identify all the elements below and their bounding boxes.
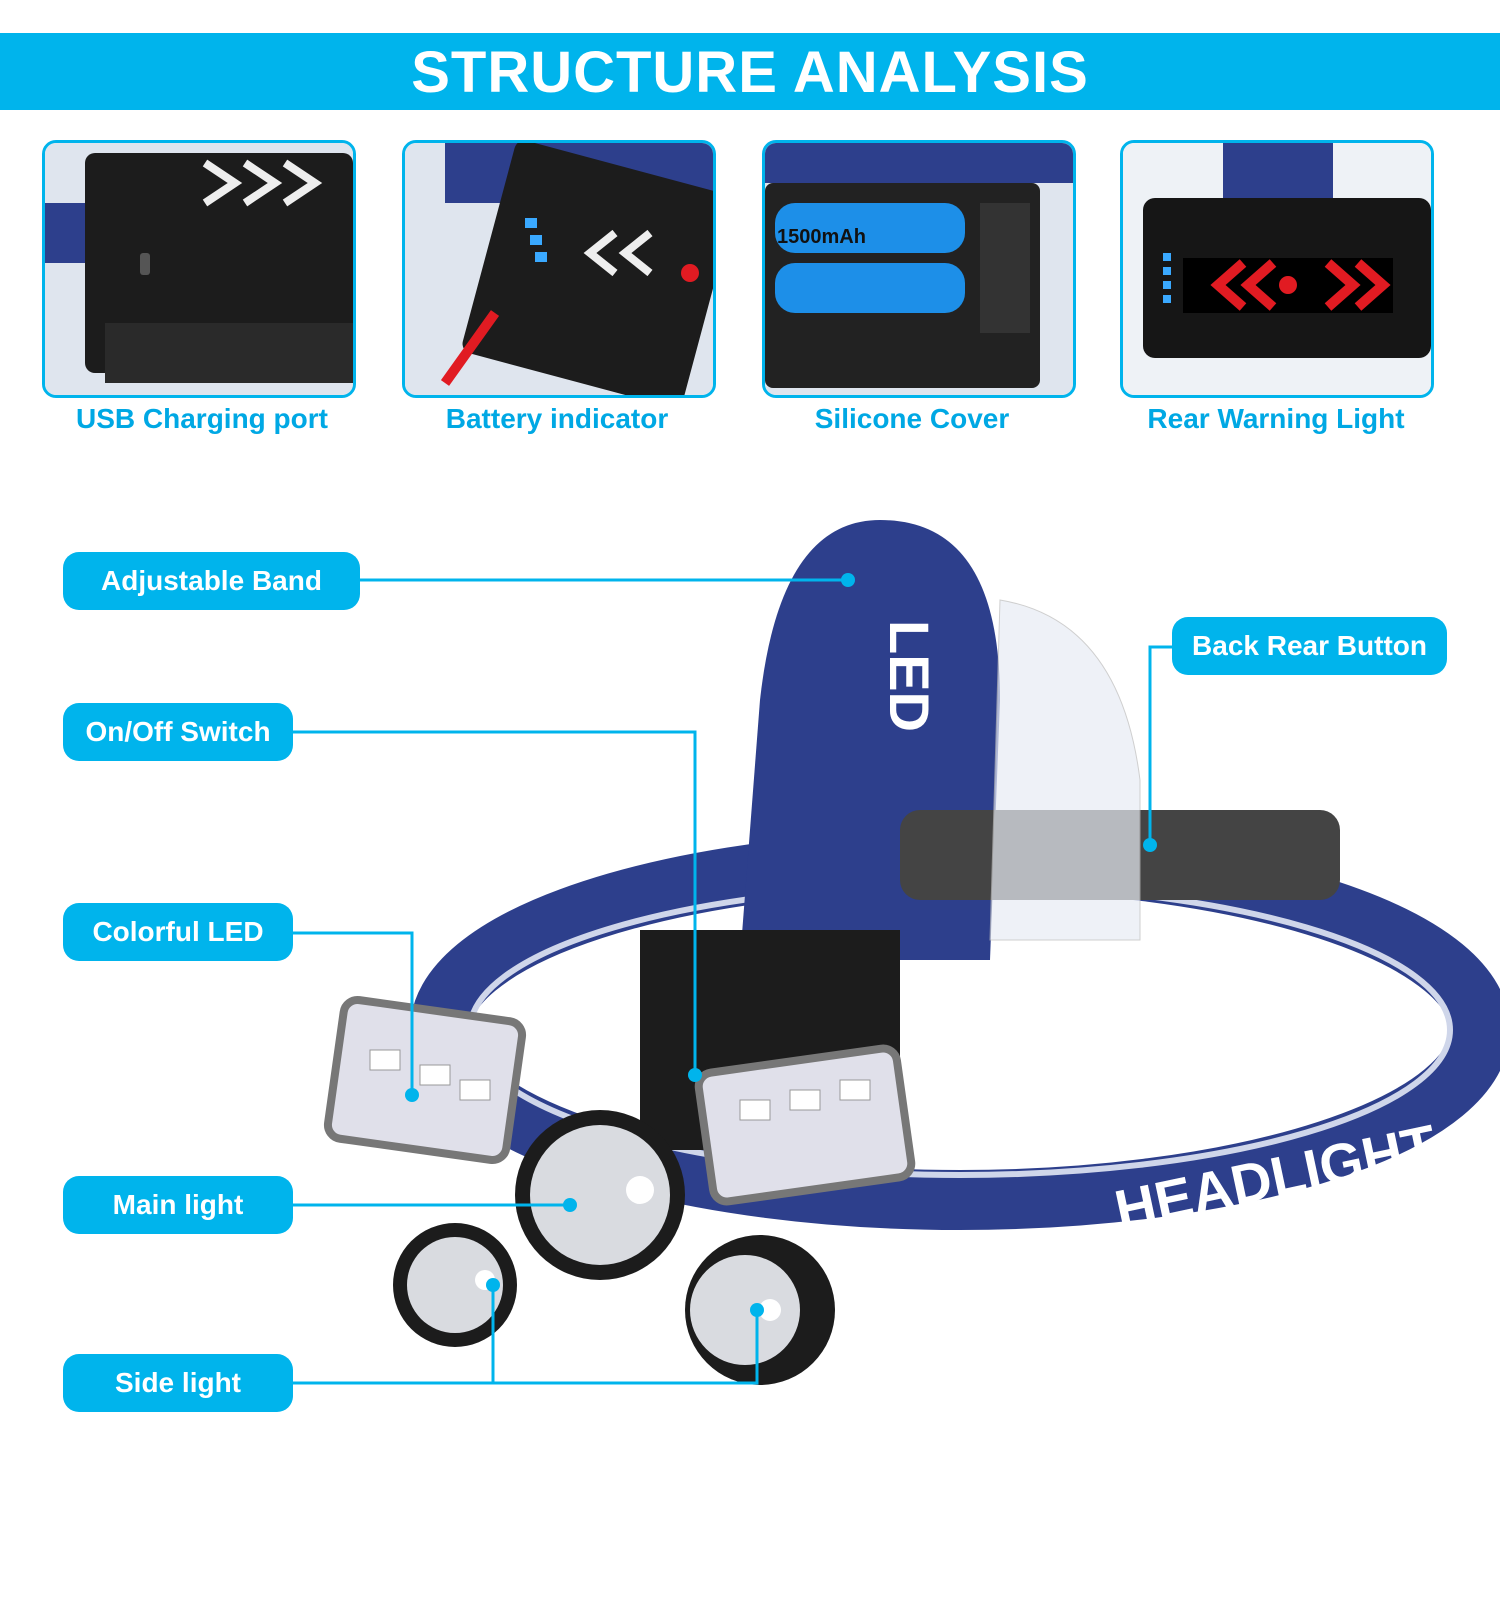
caption-battery-indicator: Battery indicator <box>445 403 669 434</box>
rear-warning-illustration <box>1123 143 1431 395</box>
usb-port-illustration <box>45 143 353 395</box>
usb-port-photo <box>42 140 356 398</box>
caption-rear-warning-light: Rear Warning Light <box>1147 403 1405 434</box>
battery-indicator-photo <box>402 140 716 398</box>
battery-capacity-label: 1500mAh <box>777 226 866 248</box>
title-banner: STRUCTURE ANALYSIS <box>0 33 1500 110</box>
band-text-led: LED <box>878 620 941 732</box>
callout-colorful-led: Colorful LED <box>63 903 293 961</box>
battery-compartment-photo: 1500mAh <box>762 140 1076 398</box>
callout-main-light: Main light <box>63 1176 293 1234</box>
callout-back-rear-button: Back Rear Button <box>1172 617 1447 675</box>
band-text-headlight: HEADLIGHT <box>1109 1112 1442 1242</box>
rear-warning-light-photo <box>1120 140 1434 398</box>
caption-usb-charging-port: USB Charging port <box>76 403 328 434</box>
callout-on-off-switch: On/Off Switch <box>63 703 293 761</box>
battery-compartment-illustration: 1500mAh <box>765 143 1073 395</box>
callout-adjustable-band: Adjustable Band <box>63 552 360 610</box>
callout-side-light: Side light <box>63 1354 293 1412</box>
caption-silicone-cover: Silicone Cover <box>814 403 1010 434</box>
battery-indicator-illustration <box>405 143 713 395</box>
